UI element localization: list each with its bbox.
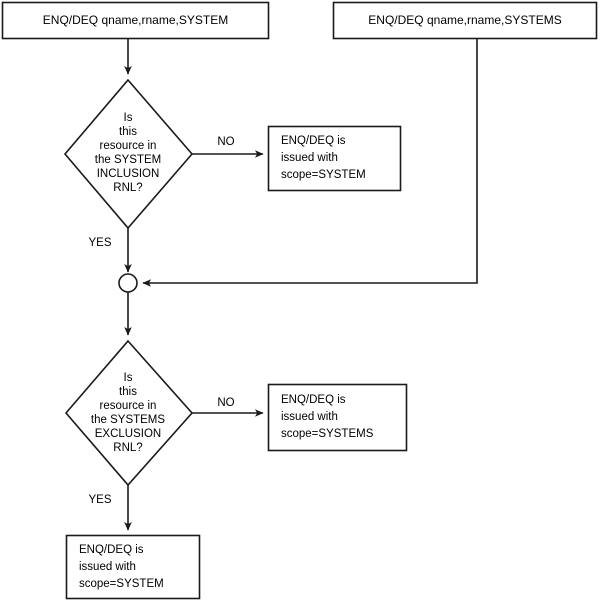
edge-label-inclusion-no: NO: [217, 136, 234, 148]
result-inclusion-no-line-1: ENQ/DEQ is: [281, 135, 346, 147]
result-inclusion-no-box: [267, 125, 402, 192]
result-exclusion-no-line-2: issued with: [281, 411, 338, 423]
decision-inclusion-line-2: this: [119, 126, 137, 138]
decision-exclusion-diamond: [64, 339, 194, 487]
node-result-exclusion-no[interactable]: ENQ/DEQ is issued with scope=SYSTEMS: [267, 383, 408, 452]
result-inclusion-no-line-3: scope=SYSTEM: [281, 169, 366, 181]
decision-inclusion-line-4: the SYSTEM: [95, 154, 161, 166]
decision-exclusion-line-1: Is: [124, 372, 133, 384]
decision-exclusion-line-2: this: [119, 386, 137, 398]
decision-exclusion-line-6: RNL?: [113, 442, 142, 454]
decision-exclusion-line-4: the SYSTEMS: [91, 414, 165, 426]
node-result-final[interactable]: ENQ/DEQ is issued with scope=SYSTEM: [65, 534, 201, 600]
decision-inclusion-line-5: INCLUSION: [97, 168, 160, 180]
edge-start-systems-to-junction: [142, 38, 478, 287]
result-exclusion-no-box: [267, 383, 408, 452]
decision-exclusion-line-5: EXCLUSION: [95, 428, 161, 440]
result-exclusion-no-line-3: scope=SYSTEMS: [281, 428, 374, 440]
decision-inclusion-line-1: Is: [124, 112, 133, 124]
start-systems-label: ENQ/DEQ qname,rname,SYSTEMS: [368, 13, 561, 27]
decision-inclusion-line-3: resource in: [100, 140, 157, 152]
edge-label-exclusion-no: NO: [217, 397, 234, 409]
start-system-label: ENQ/DEQ qname,rname,SYSTEM: [43, 13, 228, 27]
result-inclusion-no-line-2: issued with: [281, 152, 338, 164]
edge-label-exclusion-yes: YES: [88, 494, 111, 506]
edge-label-inclusion-yes: YES: [88, 237, 111, 249]
result-exclusion-no-line-1: ENQ/DEQ is: [281, 394, 346, 406]
result-final-line-3: scope=SYSTEM: [79, 578, 164, 590]
start-system-box: [1, 1, 270, 40]
node-result-inclusion-no[interactable]: ENQ/DEQ is issued with scope=SYSTEM: [267, 125, 402, 192]
result-final-line-1: ENQ/DEQ is: [79, 544, 144, 556]
start-systems-box: [332, 1, 598, 40]
node-decision-exclusion[interactable]: Is this resource in the SYSTEMS EXCLUSIO…: [64, 339, 194, 487]
node-decision-inclusion[interactable]: Is this resource in the SYSTEM INCLUSION…: [63, 78, 194, 230]
decision-inclusion-line-6: RNL?: [113, 182, 142, 194]
junction-circle[interactable]: [118, 273, 138, 293]
decision-exclusion-line-3: resource in: [100, 400, 157, 412]
result-final-box: [65, 534, 201, 600]
node-start-systems[interactable]: ENQ/DEQ qname,rname,SYSTEMS: [332, 1, 598, 40]
result-final-line-2: issued with: [79, 561, 136, 573]
node-start-system[interactable]: ENQ/DEQ qname,rname,SYSTEM: [1, 1, 270, 40]
